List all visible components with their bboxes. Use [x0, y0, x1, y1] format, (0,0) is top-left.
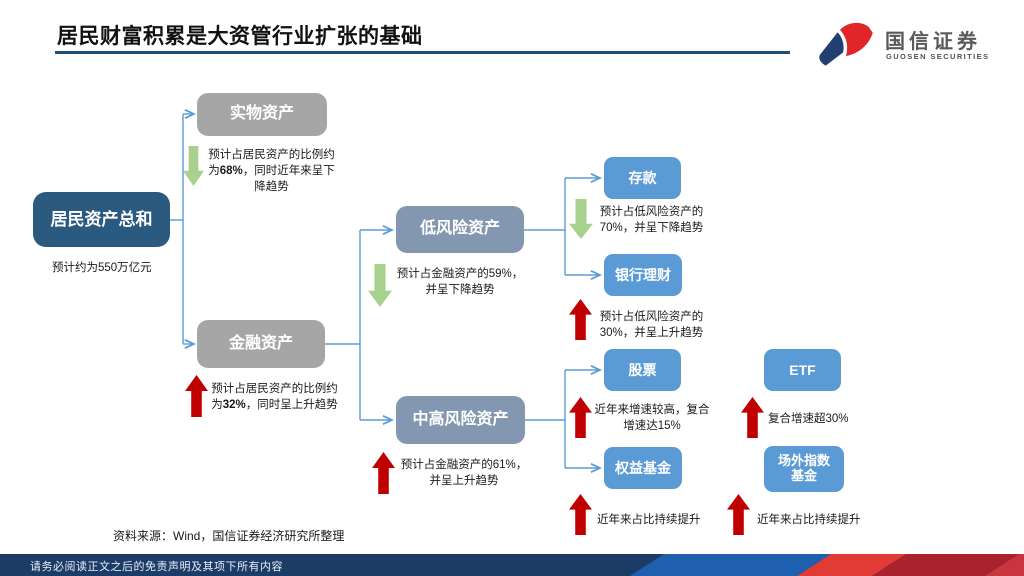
annotation-etf: 复合增速超30%: [768, 413, 849, 425]
annotation-financial: 预计占居民资产的比例约为32%，同时呈上升趋势: [211, 383, 338, 412]
guosen-logo-icon: [819, 22, 873, 66]
logo-en-text: GUOSEN SECURITIES: [886, 52, 990, 61]
node-mid-high-risk-assets: 中高风险资产: [396, 396, 525, 444]
up-trend-arrow-otc-index-fund: [727, 494, 750, 535]
node-low-risk-assets: 低风险资产: [396, 206, 524, 253]
down-trend-arrow-physical: [183, 146, 204, 186]
node-equity-fund: 权益基金: [604, 447, 682, 489]
annotation-stock: 近年来增速较高，复合增速达15%: [594, 404, 710, 433]
node-physical-assets: 实物资产: [197, 93, 327, 136]
up-trend-arrow-mid-high-risk: [372, 452, 395, 494]
up-trend-arrow-equity-fund: [569, 494, 592, 535]
title-underline: [55, 51, 790, 54]
annotation-physical: 预计占居民资产的比例约为68%，同时近年来呈下降趋势: [208, 149, 335, 194]
logo-cn-text: 国信证券: [885, 31, 981, 53]
company-logo: 国信证券 GUOSEN SECURITIES: [813, 16, 998, 72]
node-otc-index-fund: 场外指数 基金: [764, 446, 844, 492]
disclaimer-text: 请务必阅读正文之后的免责声明及其项下所有内容: [30, 561, 283, 573]
footer-ribbon: [0, 554, 1024, 576]
node-etf: ETF: [764, 349, 841, 391]
up-trend-arrow-etf: [741, 397, 764, 438]
up-trend-arrow-financial: [185, 375, 208, 417]
annotation-low-risk: 预计占金融资产的59%，并呈下降趋势: [396, 268, 524, 297]
annotation-equity-fund: 近年来占比持续提升: [597, 514, 701, 526]
up-trend-arrow-stock: [569, 397, 592, 438]
node-total-resident-assets: 居民资产总和: [33, 192, 170, 247]
up-trend-arrow-bank-wealth: [569, 299, 592, 340]
annotation-mid-high-risk: 预计占金融资产的61%，并呈上升趋势: [400, 459, 528, 488]
node-stock: 股票: [604, 349, 681, 391]
node-deposit: 存款: [604, 157, 681, 199]
down-trend-arrow-low-risk: [368, 264, 392, 307]
annotation-otc-index-fund: 近年来占比持续提升: [757, 514, 861, 526]
down-trend-arrow-deposit: [569, 199, 593, 239]
node-bank-wealth: 银行理财: [604, 254, 682, 296]
data-source: 资料来源：Wind，国信证券经济研究所整理: [113, 529, 345, 543]
node-financial-assets: 金融资产: [197, 320, 325, 368]
total-assets-note: 预计约为550万亿元: [52, 262, 152, 274]
page-title: 居民财富积累是大资管行业扩张的基础: [57, 25, 423, 48]
